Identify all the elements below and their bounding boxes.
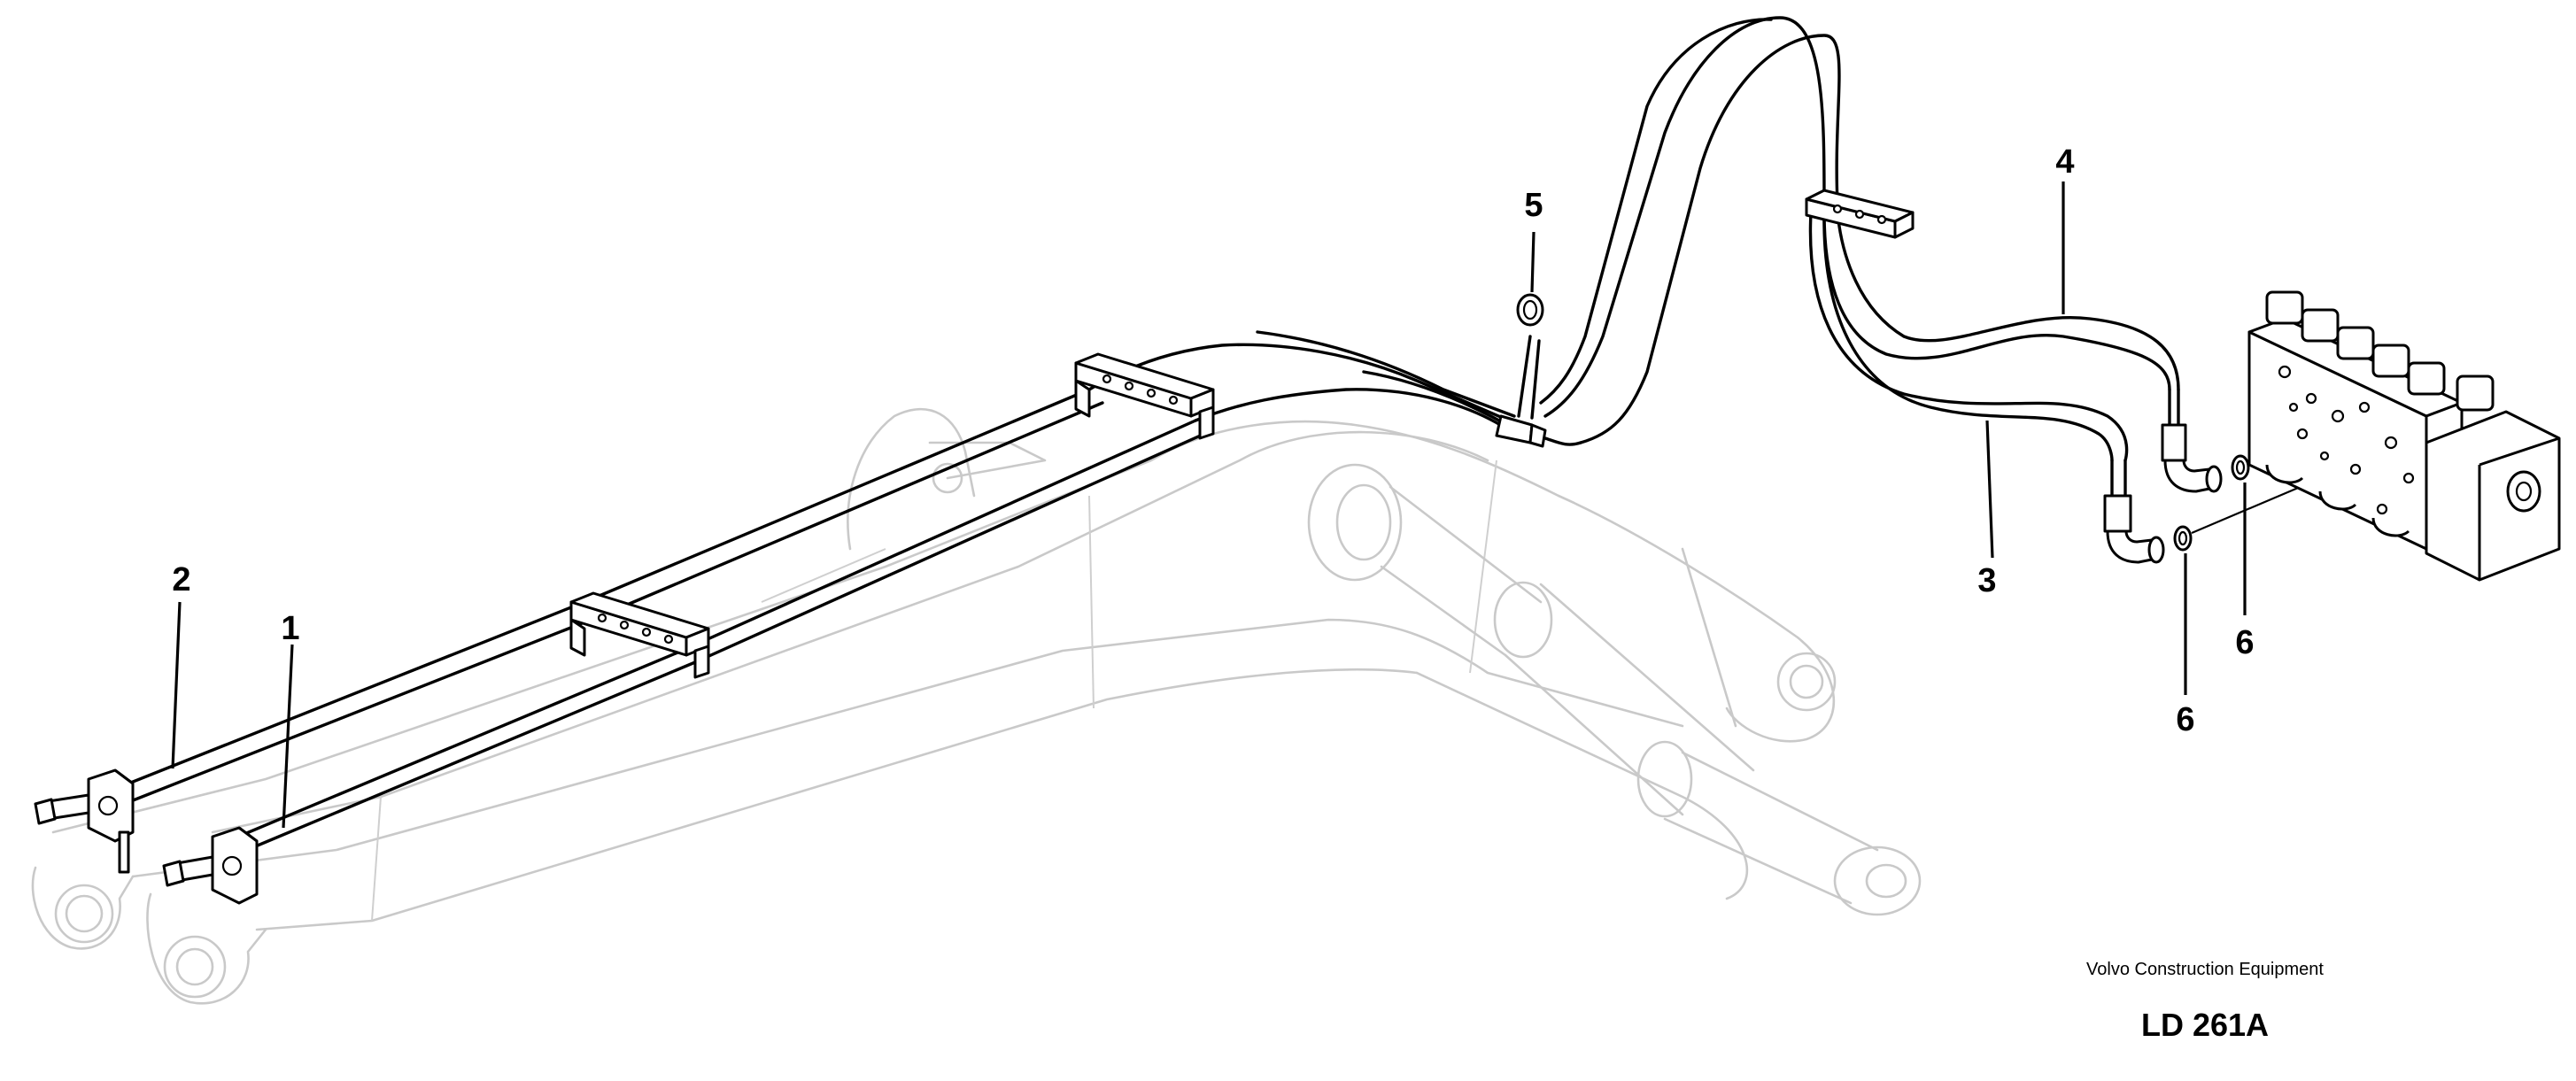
clamp-block-hose [1805, 189, 1915, 239]
boom-cylinder [1307, 463, 1922, 916]
callout-4: 4 [2055, 143, 2074, 181]
end-fitting-2 [34, 768, 135, 874]
clamp-block-upper [1074, 352, 1215, 440]
callout-labels: 1 2 3 4 5 6 6 [172, 143, 2254, 738]
callout-1: 1 [281, 610, 299, 647]
hoses [1495, 16, 2180, 498]
callout-2: 2 [172, 561, 190, 598]
boom-outline [31, 407, 1837, 1005]
callout-6-upper: 6 [2235, 624, 2254, 661]
end-fitting-1 [162, 826, 259, 905]
callout-leaders [171, 181, 2247, 829]
clamp-block-lower [569, 591, 710, 679]
caption-company: Volvo Construction Equipment [2086, 960, 2324, 979]
callout-3: 3 [1977, 562, 1996, 599]
control-valve [2247, 290, 2561, 582]
caption-code: LD 261A [2140, 1007, 2270, 1043]
callout-6-lower: 6 [2176, 701, 2194, 738]
callout-5: 5 [1524, 187, 1543, 224]
boom-tubes [104, 330, 1525, 861]
elbow-fittings [2103, 415, 2374, 564]
